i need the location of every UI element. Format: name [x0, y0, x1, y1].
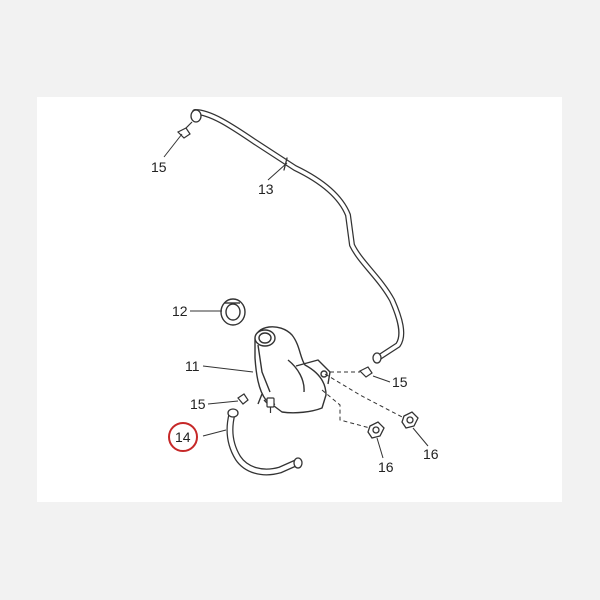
diagram-sheet [37, 97, 562, 502]
callout-16-right: 16 [423, 446, 439, 462]
callout-15-right: 15 [392, 374, 408, 390]
highlight-circle [168, 422, 198, 452]
callout-16-left: 16 [378, 459, 394, 475]
bolt-16-left [367, 421, 385, 439]
assembly-lines [321, 371, 405, 429]
hose-13 [190, 109, 405, 364]
clip-15-right [358, 366, 373, 378]
callout-12: 12 [172, 303, 188, 319]
hose-14 [226, 408, 303, 476]
callout-14: 14 [175, 429, 191, 445]
tank-bolt [266, 397, 275, 413]
clip-15-top [176, 121, 193, 139]
callout-15-left: 15 [190, 396, 206, 412]
clip-15-left [237, 393, 249, 405]
cap-12 [220, 298, 246, 326]
bolt-16-right [401, 411, 419, 429]
callout-13: 13 [258, 181, 274, 197]
leader-lines [163, 133, 429, 459]
callout-15-top: 15 [151, 159, 167, 175]
callout-11: 11 [185, 358, 200, 374]
reservoir-tank-11 [254, 326, 331, 414]
